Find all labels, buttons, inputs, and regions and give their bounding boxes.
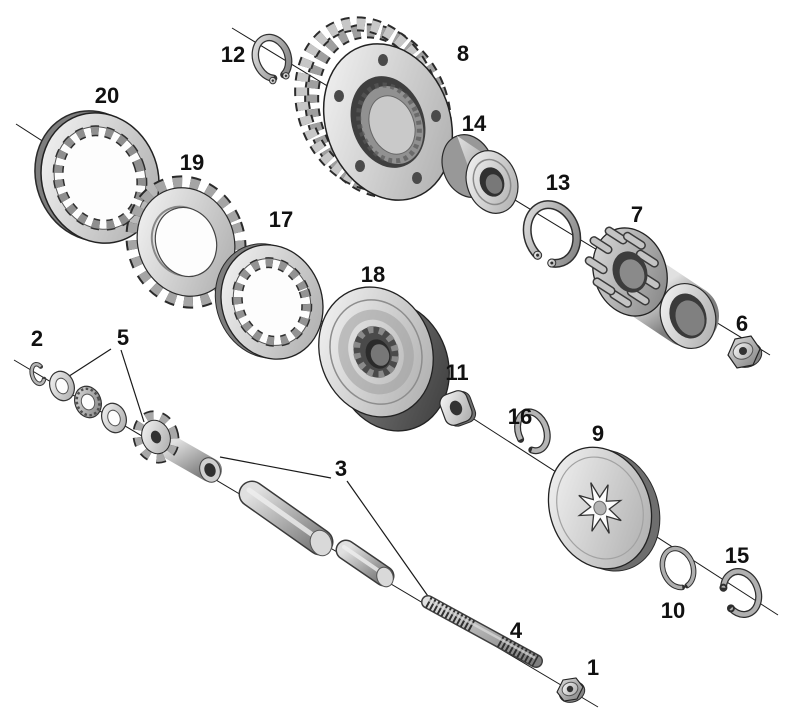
part-label-9: 9 <box>592 421 604 446</box>
part-10-snap-ring <box>659 545 697 591</box>
part-18-clutch-hub-drum <box>318 286 450 432</box>
part-20-splined-plate <box>34 110 160 244</box>
part-13-snap-ring <box>522 200 582 268</box>
part-4-threaded-stud <box>421 595 543 668</box>
part-6-hex-nut <box>727 335 763 369</box>
part-label-6: 6 <box>736 311 748 336</box>
part-label-18: 18 <box>361 262 385 287</box>
part-8-clutch-drum-sprocket <box>294 16 454 201</box>
part-label-19: 19 <box>180 150 204 175</box>
part-label-5: 5 <box>117 325 129 350</box>
part-12-snap-ring <box>251 33 293 85</box>
part-label-14: 14 <box>462 111 487 136</box>
part-15-snap-ring <box>719 568 763 618</box>
part-label-8: 8 <box>457 41 469 66</box>
part-11-adjuster-plate <box>439 390 477 427</box>
part-label-11: 11 <box>445 360 468 385</box>
part-label-3: 3 <box>335 456 347 481</box>
part-label-15: 15 <box>725 543 749 568</box>
hub-studs <box>584 226 661 308</box>
part-14-bearing <box>441 134 519 214</box>
part-label-7: 7 <box>631 202 643 227</box>
part-label-12: 12 <box>221 42 245 67</box>
part-label-20: 20 <box>95 83 119 108</box>
part-7-stud-hub <box>584 226 719 349</box>
part-5-washer-set <box>49 370 127 434</box>
part-label-10: 10 <box>661 598 685 623</box>
part-16-spring-clip <box>514 408 551 455</box>
adjuster-gear <box>132 410 222 483</box>
part-17-splined-plate <box>214 243 324 360</box>
part-label-2: 2 <box>31 326 43 351</box>
part-1-hex-nut <box>556 677 586 703</box>
part-label-4: 4 <box>510 618 523 643</box>
part-9-spring-disc <box>547 446 661 572</box>
part-label-17: 17 <box>269 207 293 232</box>
part-label-13: 13 <box>546 170 570 195</box>
part-3-pin-set <box>238 480 395 588</box>
part-label-1: 1 <box>587 655 599 680</box>
leader-lines <box>59 348 431 600</box>
part-2-spring-clip <box>29 361 47 386</box>
part-labels: 1 2 3 4 5 6 7 8 9 10 11 12 13 14 15 16 1… <box>31 41 749 680</box>
part-label-16: 16 <box>508 404 532 429</box>
